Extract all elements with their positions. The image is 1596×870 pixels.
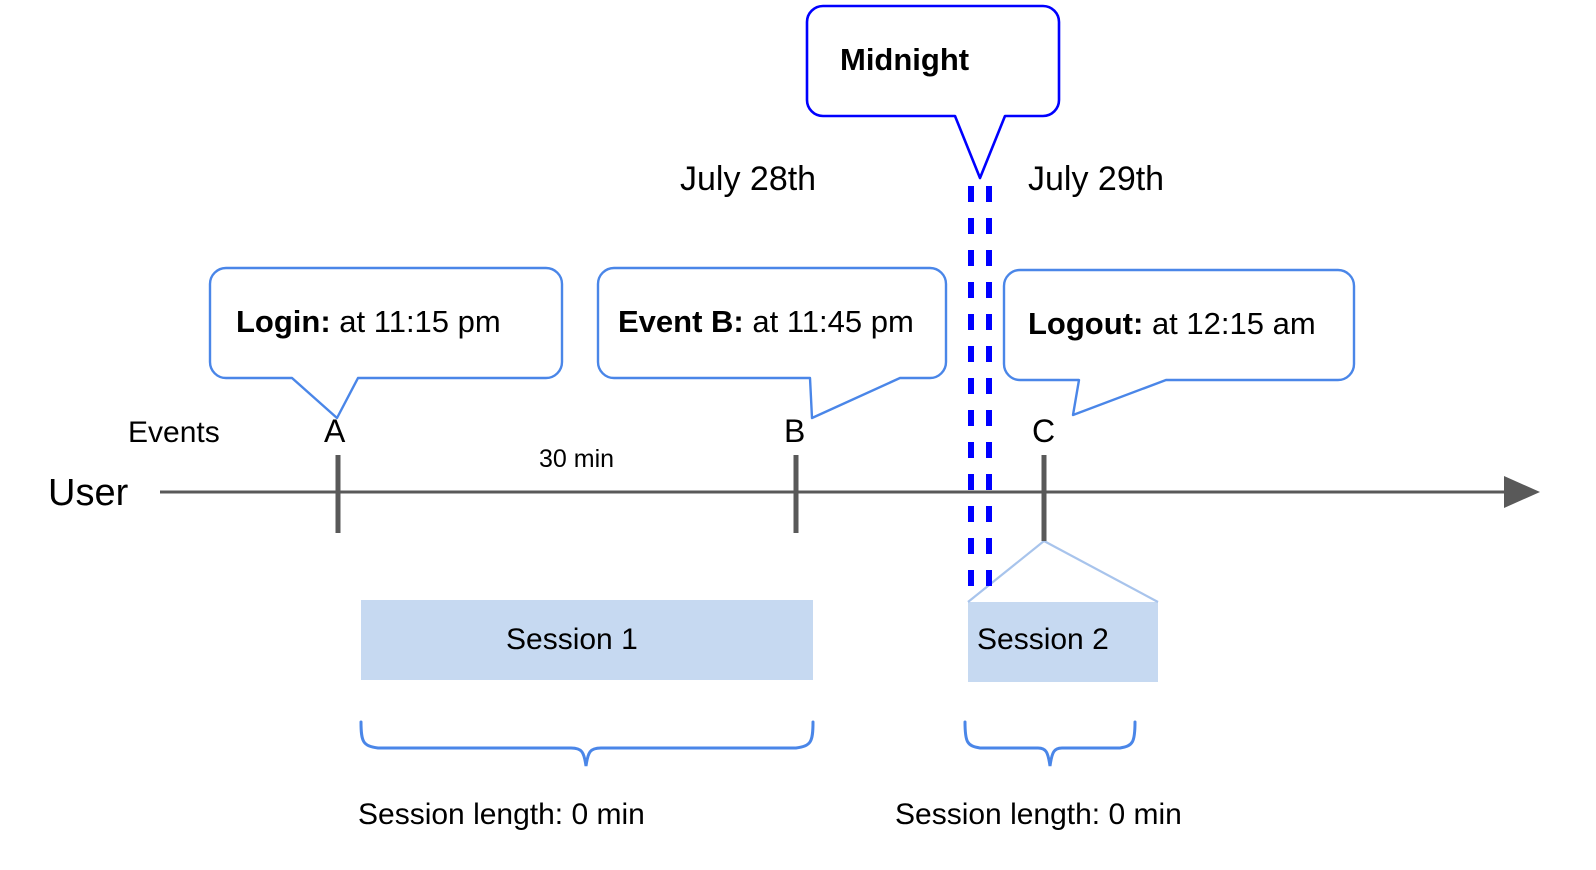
- logout-callout-bold: Logout:: [1028, 306, 1144, 341]
- logout-callout-label: Logout: at 12:15 am: [1028, 308, 1316, 339]
- session-1-label: Session 1: [506, 623, 638, 656]
- session-2-box: [968, 602, 1158, 682]
- midnight-callout-label: Midnight: [840, 42, 970, 77]
- event-letter-a: A: [324, 413, 346, 449]
- login-callout-box: [208, 266, 564, 420]
- session-2-tent-right-line: [1043, 540, 1159, 603]
- login-callout-label: Login: at 11:15 pm: [236, 306, 501, 337]
- gap-duration-label: 30 min: [539, 445, 615, 473]
- events-row-label: Events: [128, 416, 220, 449]
- session-2-length-label: Session length: 0 min: [895, 798, 1182, 831]
- session-2-tent-left-line: [967, 540, 1045, 603]
- event-b-callout-box: [596, 266, 948, 420]
- event-b-callout-bold: Event B:: [618, 304, 744, 339]
- session-1-box: [361, 600, 813, 680]
- midnight-callout-box: [805, 4, 1061, 180]
- session-1-length-label: Session length: 0 min: [358, 798, 645, 831]
- event-b-callout-label: Event B: at 11:45 pm: [618, 306, 914, 337]
- logout-callout-rest: at 12:15 am: [1143, 306, 1316, 341]
- login-callout-rest: at 11:15 pm: [330, 304, 501, 339]
- session-1-brace: [359, 720, 815, 767]
- date-label-july-29: July 29th: [1028, 160, 1165, 198]
- event-b-callout-rest: at 11:45 pm: [743, 304, 914, 339]
- timeline-arrow-head: [1504, 476, 1540, 508]
- login-callout-bold: Login:: [236, 304, 331, 339]
- date-label-july-28: July 28th: [680, 160, 817, 198]
- user-row-label: User: [48, 472, 129, 514]
- logout-callout-box: [1002, 268, 1356, 417]
- session-2-label: Session 2: [977, 623, 1109, 656]
- event-letter-c: C: [1032, 413, 1056, 449]
- event-letter-b: B: [784, 413, 806, 449]
- session-2-brace: [963, 720, 1137, 767]
